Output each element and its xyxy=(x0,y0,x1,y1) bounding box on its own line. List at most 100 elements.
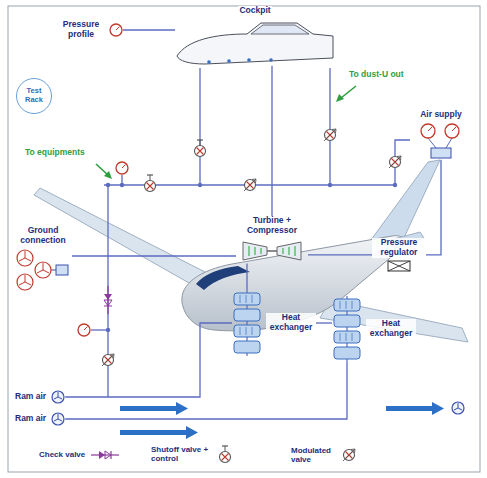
outlet-label: To equipments xyxy=(24,148,86,158)
ram-air-inlet-symbol xyxy=(52,413,64,425)
pressure-gauge xyxy=(116,162,128,174)
shutoff-valve-symbol xyxy=(217,444,233,464)
component-node: Turbine + Compressor xyxy=(236,216,308,264)
green-arrows xyxy=(96,86,356,179)
component-label: Turbine + Compressor xyxy=(236,216,308,236)
modulated-valve-symbol xyxy=(389,156,401,168)
modulated-valve-symbol xyxy=(102,354,114,366)
ground-cart-symbol xyxy=(17,250,68,290)
junction-dot xyxy=(120,183,124,187)
shutoff-valve-symbol xyxy=(195,140,206,157)
ground-cart-symbol xyxy=(15,248,71,292)
junction-dot xyxy=(106,328,110,332)
shutoff-valve-symbol xyxy=(220,446,231,463)
regulator-symbol xyxy=(388,261,410,271)
duct-line xyxy=(271,66,272,216)
modulated-valve-symbol xyxy=(244,179,256,191)
component-node: Ram air xyxy=(14,390,65,404)
component-node: Ground connection xyxy=(14,226,72,292)
turbine-compressor-symbol xyxy=(243,242,301,260)
check-valve-symbol xyxy=(104,286,112,314)
legend-label: Check valve xyxy=(38,450,86,459)
junction-dot xyxy=(106,183,110,187)
component-node: Pressure regulator xyxy=(372,238,426,272)
modulated-valve-symbol xyxy=(341,447,357,463)
frame xyxy=(8,6,480,472)
outlet-label: To dust-U out xyxy=(348,70,405,80)
pressure-gauge xyxy=(78,324,90,336)
green-arrow xyxy=(341,86,356,98)
pressure-gauge xyxy=(110,24,122,36)
component-node: Heat exchanger xyxy=(232,290,316,356)
legend-item: Shutoff valve + control xyxy=(150,444,233,464)
sensor-line xyxy=(123,29,175,30)
green-arrowhead xyxy=(336,94,344,102)
modulated-valve-symbol xyxy=(324,129,336,141)
component-node: Ram air xyxy=(14,412,65,426)
heat-exchanger-symbol xyxy=(332,296,362,362)
legend-item: Check valve xyxy=(38,450,119,460)
component-label: Pressure regulator xyxy=(372,238,426,258)
component-node: Heat exchanger xyxy=(332,296,416,362)
ram-air-inlet-symbol xyxy=(51,412,65,426)
junction-dot xyxy=(393,183,397,187)
pipe xyxy=(329,68,330,185)
flow-arrowhead xyxy=(176,402,188,415)
shutoff-valve-symbol xyxy=(145,175,156,192)
flow-arrowhead xyxy=(186,426,198,439)
component-node: Air supply xyxy=(410,110,472,160)
air-supply-symbol xyxy=(421,124,459,158)
duct-line xyxy=(72,255,236,256)
heat-exchanger-symbol xyxy=(334,296,360,362)
component-label: Ram air xyxy=(14,414,47,424)
heat-exchanger-symbol xyxy=(234,290,260,356)
gauge-label: Pressure profile xyxy=(56,20,106,40)
duct-line xyxy=(426,160,441,255)
regulator-symbol xyxy=(387,260,411,272)
test-rack-label: Test Rack xyxy=(21,87,47,104)
check-valve-symbol xyxy=(91,451,119,459)
component-label: Ground connection xyxy=(14,226,72,246)
pipe xyxy=(199,68,200,185)
component-node: Test Rack xyxy=(16,78,52,114)
ram-air-inlet-symbol xyxy=(52,391,64,403)
check-valve-symbol xyxy=(104,286,112,314)
ram-air-inlet-symbol xyxy=(51,390,65,404)
duct-line xyxy=(316,322,332,323)
flow-arrows xyxy=(120,402,444,439)
flow-arrow xyxy=(386,406,432,411)
junction-dot xyxy=(328,183,332,187)
flow-arrow xyxy=(120,430,186,435)
pipe xyxy=(91,329,108,330)
legend-label: Modulated valve xyxy=(290,446,336,464)
cockpit-outline xyxy=(175,18,335,66)
flow-arrow xyxy=(120,406,176,411)
legend-item: Modulated valve xyxy=(290,446,357,464)
green-arrowhead xyxy=(104,171,112,179)
junction-dot xyxy=(198,183,202,187)
cockpit-window xyxy=(196,266,250,290)
heat-exchanger-symbol xyxy=(232,290,262,356)
turbine-compressor-symbol xyxy=(239,238,305,264)
air-outlet-symbol xyxy=(452,402,464,414)
air-supply-symbol xyxy=(416,122,466,160)
cockpit-label: Cockpit xyxy=(238,6,271,16)
duct-line xyxy=(65,362,347,419)
duct-line xyxy=(65,323,232,397)
green-arrow xyxy=(96,164,108,175)
component-label: Heat exchanger xyxy=(266,313,316,333)
duct-line xyxy=(308,254,372,255)
component-label: Air supply xyxy=(419,110,463,120)
flow-arrowhead xyxy=(432,402,444,415)
component-node: Cockpit xyxy=(175,6,335,66)
cockpit-outline xyxy=(177,23,333,64)
check-valve-symbol xyxy=(91,450,119,460)
component-label: Heat exchanger xyxy=(366,319,416,339)
tail-fin xyxy=(368,160,440,244)
legend-label: Shutoff valve + control xyxy=(150,445,212,463)
pipe-network xyxy=(91,30,410,397)
modulated-valve-symbol xyxy=(343,449,355,461)
component-label: Ram air xyxy=(14,392,47,402)
